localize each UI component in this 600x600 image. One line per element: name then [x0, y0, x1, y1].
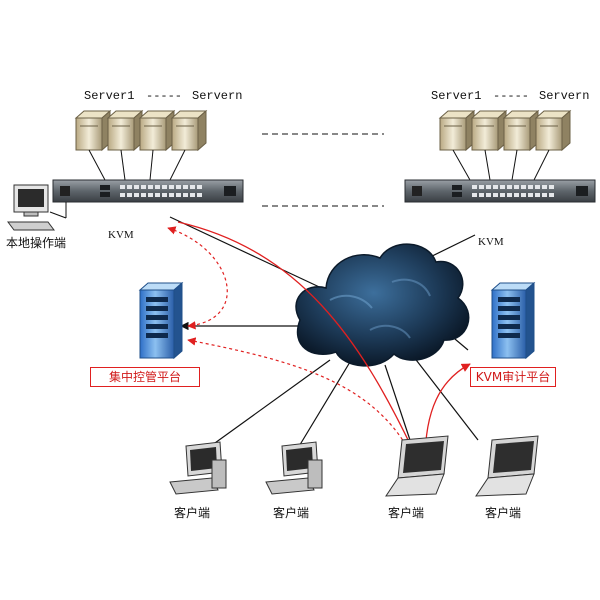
management-platform-server-icon [138, 281, 184, 360]
client-label: 客户端 [388, 506, 425, 520]
server-icon [138, 109, 176, 152]
right-server-last-label: Servern [539, 89, 590, 103]
audit-platform-server-icon [490, 281, 536, 360]
cloud-to-client-1-link [207, 359, 331, 449]
audit-platform-label: KVM审计平台 [470, 367, 556, 387]
network-cloud-icon [295, 243, 470, 367]
local-console-computer-icon [7, 184, 55, 231]
management-to-client-dotted-flow [187, 337, 411, 453]
kvm-left-to-cloud-link [169, 216, 331, 293]
cloud-to-client-2-link [297, 361, 351, 449]
left-server-last-label: Servern [192, 89, 243, 103]
server-icon [170, 109, 208, 152]
right-kvm-label: KVM [478, 236, 504, 248]
left-server-first-label: Server1 [84, 89, 135, 103]
local-console-label: 本地操作端 [6, 236, 67, 250]
desktop-client-icon [265, 441, 323, 495]
left-kvm-label: KVM [108, 229, 134, 241]
client-label: 客户端 [485, 506, 522, 520]
right-server-first-label: Server1 [431, 89, 482, 103]
right-server-dash-label: ----- [493, 89, 530, 103]
desktop-client-icon [169, 441, 227, 495]
cloud-to-client-3-link [384, 364, 411, 441]
kvm-switch-right [404, 179, 596, 203]
server-icon [470, 109, 508, 152]
cloud-to-client-4-link [409, 351, 479, 441]
local-console-cable [49, 211, 67, 219]
kvm-switch-left [52, 179, 244, 203]
laptop-client-icon [385, 435, 449, 497]
left-server-dash-label: ----- [146, 89, 183, 103]
client-label: 客户端 [273, 506, 310, 520]
laptop-client-icon [475, 435, 539, 497]
server-icon [106, 109, 144, 152]
kvm-to-client-control-flow [177, 221, 413, 449]
client-label: 客户端 [174, 506, 211, 520]
kvm-to-management-dotted-flow [167, 226, 228, 330]
server-icon [502, 109, 540, 152]
management-platform-label: 集中控管平台 [90, 367, 200, 387]
right-server-group [438, 109, 572, 181]
server-icon [74, 109, 112, 152]
server-icon [534, 109, 572, 152]
server-icon [438, 109, 476, 152]
left-server-group [74, 109, 208, 181]
